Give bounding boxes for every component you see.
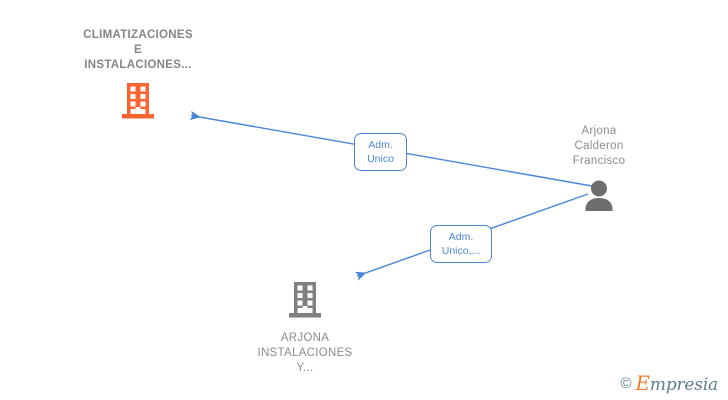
node-company-primary[interactable]: CLIMATIZACIONES E INSTALACIONES... xyxy=(48,28,228,125)
edge-label-adm-unico-secondary[interactable]: Adm. Unico,... xyxy=(430,225,492,263)
watermark: © Empresia xyxy=(620,373,718,394)
building-icon xyxy=(121,82,155,125)
building-icon xyxy=(288,281,322,324)
node-person[interactable]: Arjona Calderon Francisco xyxy=(509,124,689,216)
empresia-logo-initial: E xyxy=(635,371,651,395)
empresia-logo: Empresia xyxy=(636,373,719,394)
empresia-logo-rest: mpresia xyxy=(649,375,718,395)
node-company-secondary-label: ARJONA INSTALACIONES Y... xyxy=(257,332,353,374)
node-person-label: Arjona Calderon Francisco xyxy=(572,125,626,167)
person-icon xyxy=(582,179,616,216)
edge-label-adm-unico-primary[interactable]: Adm. Unico xyxy=(354,133,407,171)
node-company-secondary[interactable]: ARJONA INSTALACIONES Y... xyxy=(215,281,395,376)
node-company-primary-label: CLIMATIZACIONES E INSTALACIONES... xyxy=(83,29,193,71)
copyright-icon: © xyxy=(620,375,632,392)
